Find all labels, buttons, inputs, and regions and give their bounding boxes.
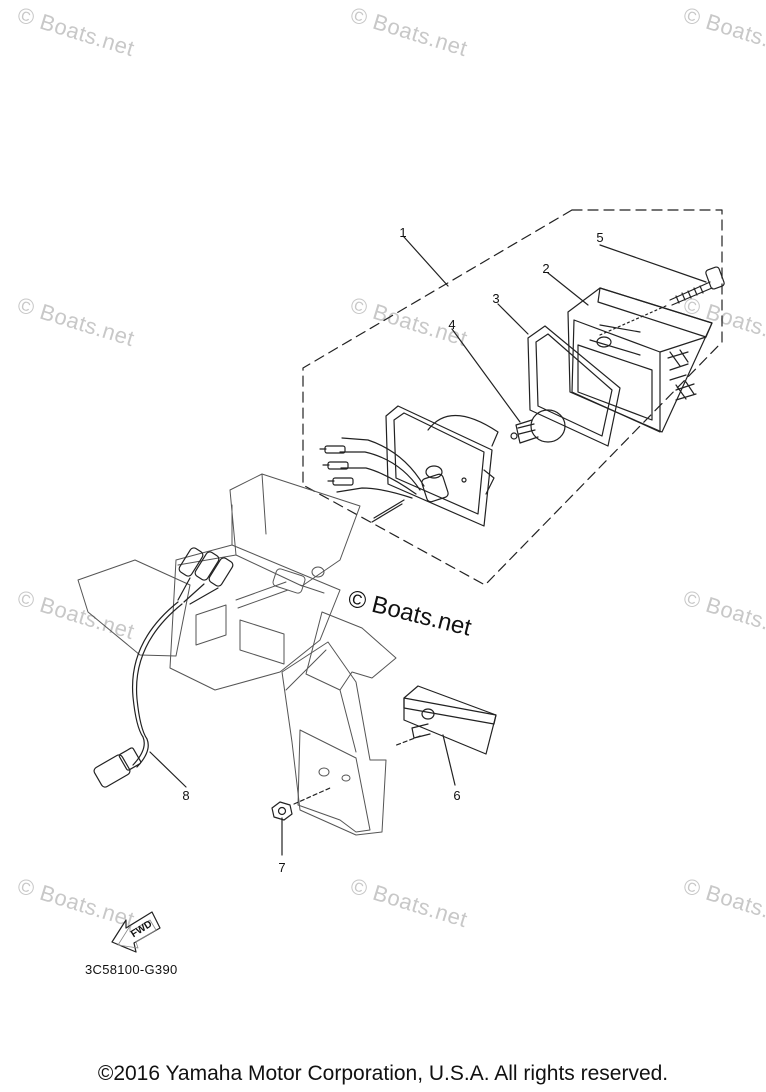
lamp-wires [319, 437, 425, 523]
fwd-direction-arrow [111, 911, 161, 953]
gasket [527, 325, 621, 447]
callout-7: 7 [278, 860, 286, 875]
wire-harness [93, 547, 234, 788]
callout-8: 8 [182, 788, 190, 803]
callout-5: 5 [596, 230, 604, 245]
nut [271, 787, 331, 821]
screw [599, 266, 725, 336]
copyright-notice: ©2016 Yamaha Motor Corporation, U.S.A. A… [97, 1062, 669, 1085]
callout-1: 1 [399, 225, 407, 240]
callout-4: 4 [448, 317, 456, 332]
callout-6: 6 [453, 788, 461, 803]
tail-light-lens [567, 287, 713, 433]
reflector [393, 685, 497, 755]
callout-2: 2 [542, 261, 550, 276]
callout-3: 3 [492, 291, 500, 306]
assembly-boundary [302, 209, 723, 586]
rear-fender-bracket [77, 473, 397, 836]
lamp-base [385, 405, 499, 527]
figure-code: 3C58100-G390 [85, 962, 178, 977]
fwd-label: FWD [129, 919, 154, 940]
bulb [510, 409, 566, 444]
